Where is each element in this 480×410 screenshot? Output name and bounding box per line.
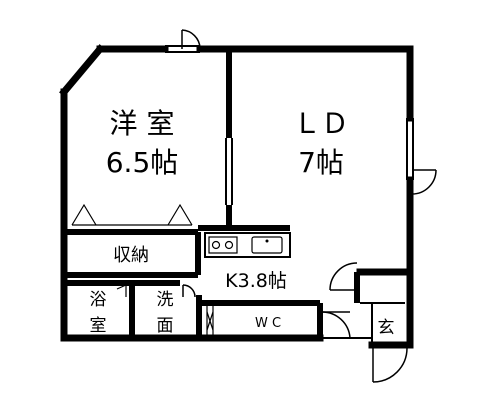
bath-label-line1: 浴: [90, 290, 107, 310]
western-room-name: 洋 室: [110, 107, 175, 140]
interior-walls: [66, 52, 360, 338]
entrance-label: 玄: [378, 318, 395, 338]
sink-icon: [251, 236, 283, 254]
bath-label-line2: 室: [90, 316, 107, 336]
bath-door-icon: [116, 284, 127, 297]
stove-icon: [208, 236, 238, 254]
kitchen-counter: [204, 232, 291, 258]
sliding-door-icon: [71, 203, 214, 336]
washroom-label-line1: 洗: [157, 290, 174, 310]
living-room-name: ＬＤ: [293, 107, 349, 140]
toilet-label: W C: [255, 316, 281, 331]
kitchen-label: K3.8帖: [225, 270, 287, 292]
outer-walls: [59, 44, 414, 349]
western-room-size: 6.5帖: [106, 146, 179, 179]
washroom-label-line2: 面: [157, 316, 174, 336]
living-room-size: 7帖: [298, 146, 344, 179]
door-swing-icon: [181, 29, 437, 383]
storage-label: 収納: [113, 245, 149, 266]
